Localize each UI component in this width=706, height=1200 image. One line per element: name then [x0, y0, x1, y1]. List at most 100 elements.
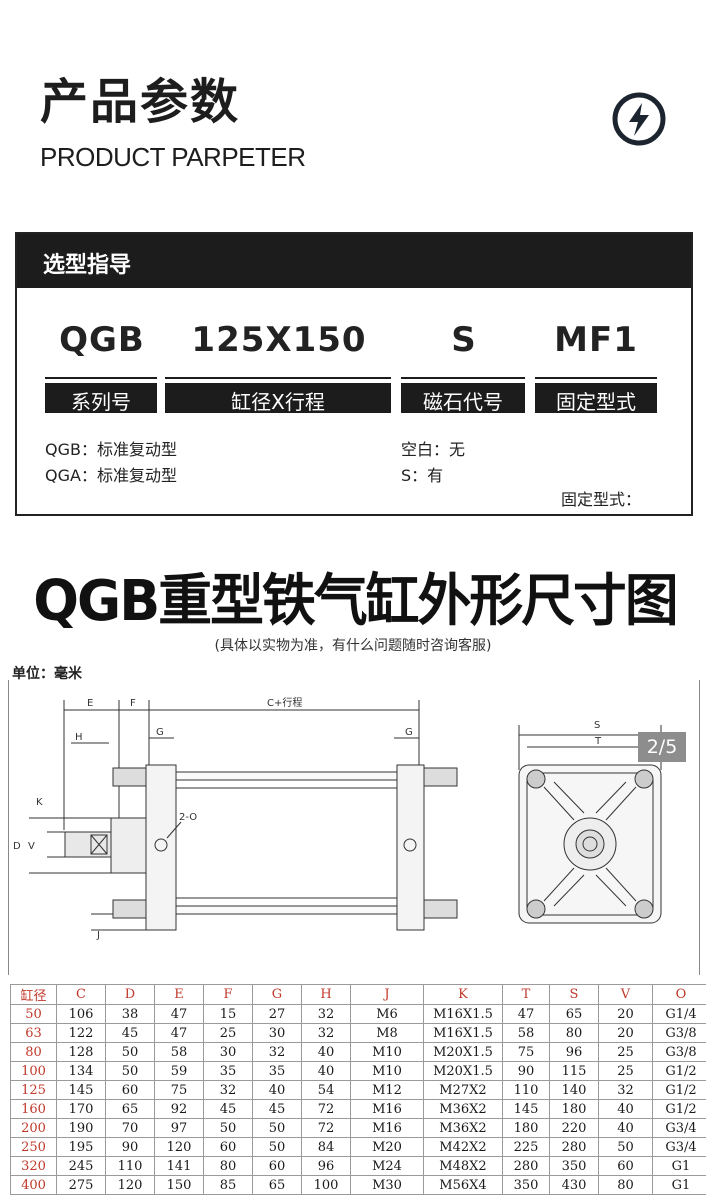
note-qgb: QGB：标准复动型 [45, 440, 177, 459]
table-header-cell: S [549, 984, 599, 1005]
table-cell: 180 [502, 1118, 550, 1138]
table-cell: 120 [105, 1175, 155, 1195]
code-label-series: 系列号 [45, 379, 157, 414]
table-cell: 280 [502, 1156, 550, 1176]
table-cell: 50 [252, 1118, 302, 1138]
table-cell: 122 [56, 1023, 106, 1043]
table-cell: 320 [10, 1156, 57, 1176]
table-cell: 85 [203, 1175, 253, 1195]
table-cell: 60 [598, 1156, 653, 1176]
table-header-cell: E [154, 984, 204, 1005]
table-cell: 280 [549, 1137, 599, 1157]
note-qga: QGA：标准复动型 [45, 466, 177, 485]
table-cell: 141 [154, 1156, 204, 1176]
table-cell: 60 [105, 1080, 155, 1100]
label-g-right: G [405, 727, 413, 738]
table-header-cell: F [203, 984, 253, 1005]
table-cell: M16X1.5 [423, 1004, 503, 1024]
table-cell: 20 [598, 1023, 653, 1043]
guide-header: 选型指导 [17, 234, 691, 288]
table-cell: M27X2 [423, 1080, 503, 1100]
table-cell: 145 [56, 1080, 106, 1100]
table-cell: 15 [203, 1004, 253, 1024]
table-header-cell: O [652, 984, 706, 1005]
table-cell: 47 [154, 1004, 204, 1024]
table-cell: G1 [652, 1156, 706, 1176]
table-cell: 92 [154, 1099, 204, 1119]
table-cell: 75 [502, 1042, 550, 1062]
table-cell: 190 [56, 1118, 106, 1138]
table-cell: 45 [252, 1099, 302, 1119]
table-cell: M12 [350, 1080, 424, 1100]
code-magnet: S [451, 320, 477, 360]
table-cell: 32 [301, 1004, 351, 1024]
table-cell: 30 [203, 1042, 253, 1062]
table-cell: M42X2 [423, 1137, 503, 1157]
table-cell: 110 [502, 1080, 550, 1100]
table-header-cell: 缸径 [10, 984, 57, 1005]
table-cell: 32 [301, 1023, 351, 1043]
table-cell: 50 [252, 1137, 302, 1157]
table-cell: 50 [203, 1118, 253, 1138]
table-cell: 38 [105, 1004, 155, 1024]
table-cell: 225 [502, 1137, 550, 1157]
table-cell: 40 [301, 1042, 351, 1062]
table-cell: M20X1.5 [423, 1061, 503, 1081]
table-header-cell: H [301, 984, 351, 1005]
table-header-cell: D [105, 984, 155, 1005]
table-cell: 84 [301, 1137, 351, 1157]
table-cell: M16 [350, 1118, 424, 1138]
table-cell: 200 [10, 1118, 57, 1138]
table-cell: 115 [549, 1061, 599, 1081]
code-label-magnet: 磁石代号 [401, 379, 525, 414]
table-cell: 50 [105, 1042, 155, 1062]
table-cell: 75 [154, 1080, 204, 1100]
code-bore-stroke: 125X150 [191, 320, 367, 360]
label-h: H [75, 732, 83, 743]
table-cell: G3/4 [652, 1118, 706, 1138]
cylinder-drawing: E F C+行程 G G H K D V J 2-O S T [8, 680, 700, 975]
table-cell: 65 [549, 1004, 599, 1024]
table-cell: G1 [652, 1175, 706, 1195]
label-o: 2-O [179, 812, 197, 823]
code-series: QGB [59, 320, 145, 360]
table-cell: M36X2 [423, 1099, 503, 1119]
table-cell: 100 [301, 1175, 351, 1195]
table-cell: G1/2 [652, 1061, 706, 1081]
label-v: V [28, 841, 35, 852]
table-cell: 72 [301, 1118, 351, 1138]
table-cell: G3/8 [652, 1023, 706, 1043]
table-cell: 145 [502, 1099, 550, 1119]
table-cell: G3/4 [652, 1137, 706, 1157]
table-cell: 80 [10, 1042, 57, 1062]
table-cell: 140 [549, 1080, 599, 1100]
table-header-cell: V [598, 984, 653, 1005]
page-subtitle: PRODUCT PARPETER [40, 142, 306, 172]
note-blank: 空白：无 [401, 440, 466, 459]
table-cell: 72 [301, 1099, 351, 1119]
table-cell: 180 [549, 1099, 599, 1119]
table-cell: 430 [549, 1175, 599, 1195]
table-cell: 150 [154, 1175, 204, 1195]
table-cell: M24 [350, 1156, 424, 1176]
table-cell: 45 [203, 1099, 253, 1119]
table-cell: 275 [56, 1175, 106, 1195]
label-k: K [36, 797, 43, 808]
table-cell: 50 [598, 1137, 653, 1157]
label-d: D [13, 841, 21, 852]
table-cell: 60 [252, 1156, 302, 1176]
table-cell: 27 [252, 1004, 302, 1024]
table-header-cell: K [423, 984, 503, 1005]
dimension-subtitle: (具体以实物为准，有什么问题随时咨询客服) [214, 638, 492, 654]
